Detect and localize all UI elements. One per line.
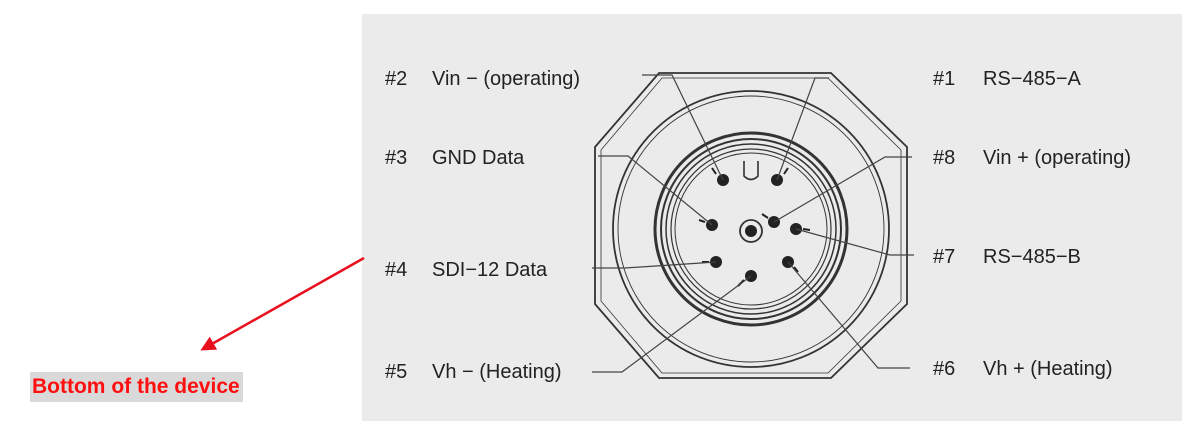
pin-label-number: #7 [933, 246, 955, 268]
pin-label-number: #6 [933, 358, 955, 380]
pin-face [674, 152, 828, 306]
leader-1 [776, 77, 829, 181]
pin-label-number: #5 [385, 361, 407, 383]
pin-label-name: Vin − (operating) [432, 68, 580, 90]
leader-lines [592, 74, 914, 373]
pin-ticks [698, 167, 811, 287]
leader-2 [642, 74, 724, 181]
device-bottom-caption: Bottom of the device [30, 372, 243, 402]
pin-label-name: GND Data [432, 147, 525, 169]
center-pin [745, 225, 757, 237]
mid-ring-3 [665, 143, 837, 315]
leader-5 [592, 275, 752, 373]
pin-label-number: #1 [933, 68, 955, 90]
hex-nut-inner-edge [600, 77, 902, 374]
outer-ring-2 [617, 95, 885, 363]
pin-label-name: SDI−12 Data [432, 259, 548, 281]
pin-label-name: RS−485−A [983, 68, 1082, 90]
leader-8 [773, 156, 912, 223]
pin-label-name: Vh − (Heating) [432, 361, 562, 383]
hex-nut [594, 72, 908, 379]
pin-label-number: #2 [385, 68, 407, 90]
leader-6 [787, 261, 910, 369]
mid-ring [653, 131, 849, 327]
leader-4 [592, 261, 717, 269]
pin-label-name: RS−485−B [983, 246, 1081, 268]
key-notch [743, 161, 759, 181]
inner-ring [670, 148, 832, 310]
pin-label-number: #8 [933, 147, 955, 169]
pin-label-number: #4 [385, 259, 407, 281]
pin-label-name: Vh + (Heating) [983, 358, 1113, 380]
pin-labels: #2 Vin − (operating) #1 RS−485−A #3 GND … [385, 68, 1131, 383]
leader-7 [795, 228, 914, 256]
pin-label-number: #3 [385, 147, 407, 169]
center-pin-ring [739, 219, 763, 243]
mid-ring-2 [660, 138, 842, 320]
leader-3 [598, 155, 713, 226]
pointer-arrow [200, 256, 365, 351]
outer-ring [612, 90, 890, 368]
connector-drawing [594, 72, 908, 379]
pin-label-name: Vin + (operating) [983, 147, 1131, 169]
